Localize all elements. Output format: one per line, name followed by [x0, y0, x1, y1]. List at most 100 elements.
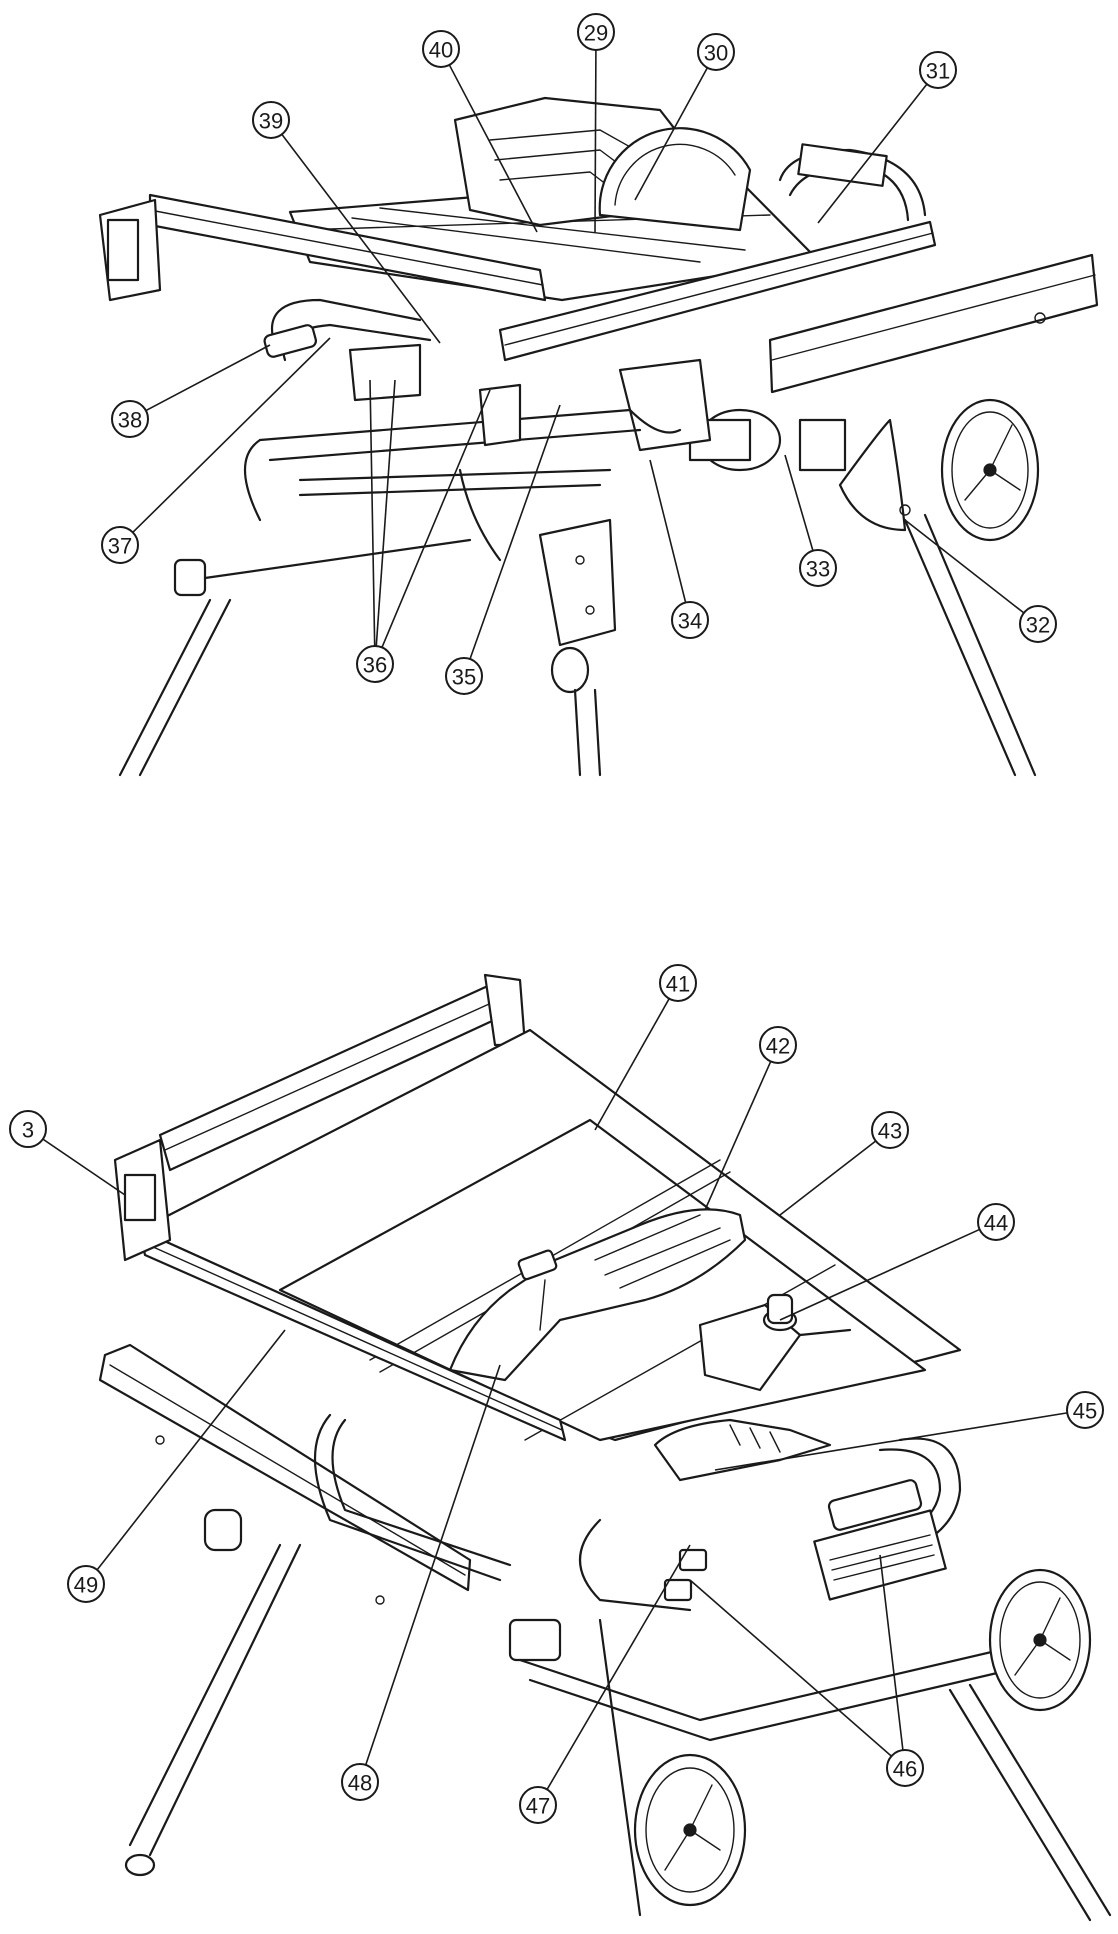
callout-number: 41 [666, 972, 690, 997]
callout-circle [9, 1110, 47, 1148]
callout-35: 35 [445, 657, 483, 695]
upper-front-rail [498, 220, 937, 362]
upper-saw-figure [98, 96, 1099, 777]
lower-knob [203, 1508, 243, 1552]
leader-line-40 [448, 64, 538, 233]
lower-wheel-right [988, 1568, 1092, 1712]
callout-number: 49 [74, 1573, 98, 1598]
callout-circle [759, 1026, 797, 1064]
leader-line-36 [375, 379, 396, 647]
leader-line-41 [594, 998, 670, 1131]
callout-33: 33 [799, 549, 837, 587]
callout-number: 33 [806, 557, 830, 582]
lower-left-extension [98, 1343, 472, 1592]
callout-number: 34 [678, 609, 702, 634]
leader-line-37 [132, 337, 331, 533]
leader-line-48 [364, 1364, 501, 1766]
callout-40: 40 [422, 30, 460, 68]
leader-line-31 [817, 83, 928, 224]
lower-stand-legs [124, 1543, 1112, 1922]
callout-48: 48 [341, 1763, 379, 1801]
callout-circle [659, 964, 697, 1002]
callout-46: 46 [886, 1749, 924, 1787]
callout-38: 38 [111, 400, 149, 438]
upper-stand-bracket [538, 518, 617, 647]
callout-number: 48 [348, 1771, 372, 1796]
lower-blade-guard [448, 1208, 747, 1382]
callout-45: 45 [1066, 1391, 1104, 1429]
leader-line-36 [369, 379, 376, 647]
callout-37: 37 [101, 526, 139, 564]
callout-circle [871, 1111, 909, 1149]
callout-number: 30 [704, 41, 728, 66]
leader-line-38 [145, 344, 271, 412]
callout-number: 38 [118, 408, 142, 433]
callout-36: 36 [356, 645, 394, 683]
leader-line-35 [469, 404, 561, 660]
callout-circle [445, 657, 483, 695]
callout-29: 29 [577, 13, 615, 51]
callout-circle [422, 30, 460, 68]
leader-line-42 [704, 1061, 772, 1211]
leader-line-34 [649, 459, 687, 603]
callout-circle [697, 33, 735, 71]
callout-31: 31 [919, 51, 957, 89]
callout-49: 49 [67, 1565, 105, 1603]
leader-line-49 [96, 1329, 286, 1571]
callout-circle [799, 549, 837, 587]
callout-43: 43 [871, 1111, 909, 1149]
callout-34: 34 [671, 601, 709, 639]
leader-line-47 [546, 1544, 691, 1790]
callout-number: 47 [526, 1794, 550, 1819]
callout-42: 42 [759, 1026, 797, 1064]
callout-circle [341, 1763, 379, 1801]
leader-line-44 [779, 1228, 980, 1321]
callout-circle [1066, 1391, 1104, 1429]
callout-number: 44 [984, 1211, 1008, 1236]
callout-number: 42 [766, 1034, 790, 1059]
callout-3: 3 [9, 1110, 47, 1148]
callout-circle [101, 526, 139, 564]
callout-circle [977, 1203, 1015, 1241]
callout-circle [111, 400, 149, 438]
callout-number: 43 [878, 1119, 902, 1144]
callout-number: 46 [893, 1757, 917, 1782]
lower-miter-gauge [698, 1293, 852, 1392]
leader-line-39 [281, 133, 441, 344]
callout-circle [519, 1786, 557, 1824]
callout-circle [356, 645, 394, 683]
callout-number: 3 [22, 1118, 34, 1143]
callout-circle [671, 601, 709, 639]
callout-circle [1019, 605, 1057, 643]
leader-line-33 [784, 454, 814, 551]
callout-47: 47 [519, 1786, 557, 1824]
callout-39: 39 [252, 101, 290, 139]
callout-32: 32 [1019, 605, 1057, 643]
leader-line-29 [594, 49, 597, 234]
lower-saw-figure [98, 973, 1112, 1922]
leader-line-36 [381, 389, 491, 648]
upper-right-extension [768, 253, 1099, 394]
callout-number: 32 [1026, 613, 1050, 638]
callout-layer: 29 30 31 32 33 34 35 36 37 38 39 40 3 41 42 43 44 45 46 47 4… [9, 13, 1104, 1824]
callout-44: 44 [977, 1203, 1015, 1241]
leader-line-30 [634, 67, 709, 201]
callout-number: 45 [1073, 1399, 1097, 1424]
leader-line-46 [879, 1554, 904, 1751]
callout-circle [67, 1565, 105, 1603]
lower-wheel-left [633, 1753, 747, 1907]
callout-number: 37 [108, 534, 132, 559]
leader-line-3 [42, 1138, 126, 1196]
callout-number: 36 [363, 653, 387, 678]
callout-number: 35 [452, 665, 476, 690]
callout-number: 40 [429, 38, 453, 63]
callout-30: 30 [697, 33, 735, 71]
callout-circle [252, 101, 290, 139]
callout-circle [886, 1749, 924, 1787]
leader-line-45 [714, 1412, 1068, 1471]
leader-line-46 [689, 1579, 892, 1757]
lower-handle [653, 1418, 832, 1482]
lower-stand-latches [663, 1479, 947, 1602]
